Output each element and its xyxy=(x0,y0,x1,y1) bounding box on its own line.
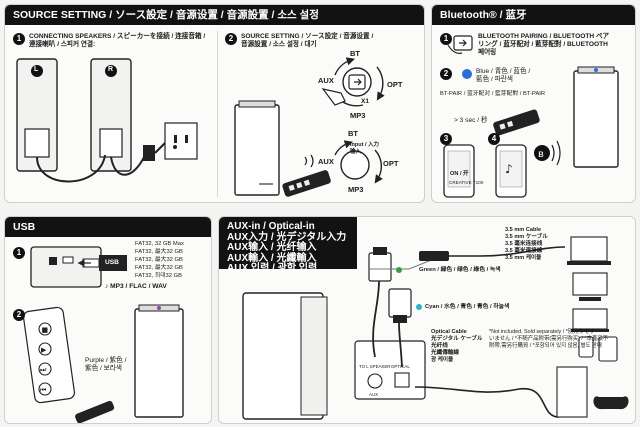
usb-step-2-badge: 2 xyxy=(13,309,25,321)
source-diagram xyxy=(16,57,385,197)
bt-step-1-line-1: BLUETOOTH PAIRING / BLUETOOTH ペア xyxy=(478,33,610,40)
step-2-title-line-2: 音源設置 / 소스 설정 / 대기 xyxy=(241,41,317,48)
bt-blue-line-1: Blue / 青色 / 蓝色 / xyxy=(476,68,531,75)
remote-aux-label: AUX xyxy=(318,157,334,166)
aux-optical-header: AUX-in / Optical-in AUX入力 / 光デジタル入力 AUX输… xyxy=(219,217,357,274)
usb-formats: ♪ MP3 / FLAC / WAV xyxy=(105,283,167,291)
aux-header-line-3: AUX输入 / 光纤输入 xyxy=(227,242,317,253)
optical-cable-line-2: 光デジタル ケーブル xyxy=(431,336,483,342)
aux-header-line-5: AUX 입력 / 광학 입력 xyxy=(227,263,318,274)
svg-text:♪: ♪ xyxy=(505,162,513,176)
svg-text:ʙ: ʙ xyxy=(538,149,544,160)
step-1-badge: 1 xyxy=(13,33,25,45)
aux-note-line-3: 附帶,需另行購買 / *포함되어 있지 않음, 별도 판매 xyxy=(489,343,602,349)
remote-input-label-2: 输入 xyxy=(350,149,362,155)
usb-formats-text: MP3 / FLAC / WAV xyxy=(110,283,167,290)
dial-press-count: X1 xyxy=(361,98,370,105)
source-setting-header: SOURCE SETTING / ソース設定 / 音源设置 / 音源設置 / 소… xyxy=(5,5,424,25)
usb-fat-line-2: FAT32, 最大32 GB xyxy=(135,249,183,255)
bt-phone-device-name: CREATIVE T100 xyxy=(449,180,484,185)
source-setting-panel: SOURCE SETTING / ソース設定 / 音源设置 / 音源設置 / 소… xyxy=(4,4,425,203)
remote-mp3-label: MP3 xyxy=(348,185,364,194)
usb-port-label: USB xyxy=(105,259,119,266)
aux-header-line-2: AUX入力 / 光デジタル入力 xyxy=(227,231,347,243)
step-2-badge: 2 xyxy=(225,33,237,45)
svg-text:⏮: ⏮ xyxy=(40,386,46,394)
bt-blue-line-2: 藍色 / 파란색 xyxy=(476,76,513,83)
bt-step-1-line-3: 페어링 xyxy=(478,49,497,56)
svg-text:■: ■ xyxy=(42,326,49,334)
bt-hold-duration: > 3 sec / 秒 xyxy=(454,117,488,124)
aux-cyan-label: Cyan / 水色 / 青色 / 青色 / 하늘색 xyxy=(425,304,510,310)
bluetooth-diagram: ♪ ʙ xyxy=(443,35,619,198)
bt-step-2-badge: 2 xyxy=(440,68,452,80)
usb-header: USB xyxy=(5,217,211,237)
bt-phone-on-label: ON / 开 xyxy=(450,171,469,177)
usb-purple-line-2: 紫色 / 보라색 xyxy=(85,365,122,372)
remote-input-label-1: Input / 入力 xyxy=(350,142,380,148)
aux-cable-line-3: 3.5 毫米连接线 xyxy=(505,241,543,247)
step-2-title-line-1: SOURCE SETTING / ソース設定 / 音源设置 / xyxy=(241,33,374,40)
aux-green-label: Green / 緑色 / 绿色 / 綠色 / 녹색 xyxy=(419,267,501,273)
usb-step-1-badge: 1 xyxy=(13,247,25,259)
aux-cable-line-2: 3.5 mm ケーブル xyxy=(505,234,548,240)
aux-header-line-1: AUX-in / Optical-in xyxy=(227,221,315,232)
usb-fat-line-3: FAT32, 最大32 GB xyxy=(135,257,183,263)
step-1-title-line-2: 連接喇叭 / 스피커 연결: xyxy=(29,41,96,48)
remote-bt-label: BT xyxy=(348,129,358,138)
aux-cable-line-4: 3.5 毫米連接線 xyxy=(505,248,543,254)
aux-diagram xyxy=(242,236,629,420)
optical-cable-line-1: Optical Cable xyxy=(431,329,467,335)
usb-purple-line-1: Purple / 紫色 / xyxy=(85,357,127,364)
dial-opt-label: OPT xyxy=(387,80,403,89)
bluetooth-header: Bluetooth® / 蓝牙 xyxy=(432,5,635,25)
port-to-speaker-label: TO L SPEAKER xyxy=(359,364,391,369)
optical-cable-line-3: 光纤线 xyxy=(431,343,448,349)
aux-cable-line-1: 3.5 mm Cable xyxy=(505,227,542,233)
svg-text:▶: ▶ xyxy=(41,346,47,354)
usb-diagram: ■ ▶ ⏭ ⏮ xyxy=(22,246,184,423)
dial-aux-label: AUX xyxy=(318,76,334,85)
aux-header-line-4: AUX輸入 / 光纖輸入 xyxy=(227,252,317,264)
bt-step-1-badge: 1 xyxy=(440,33,452,45)
aux-note-line-1: *Not included. Sold separately / *別売りです xyxy=(489,329,595,335)
bt-step-1-line-2: リング / 蓝牙配对 / 藍芽配對 / BLUETOOTH xyxy=(478,41,608,48)
svg-text:⏭: ⏭ xyxy=(40,366,47,374)
aux-cable-line-5: 3.5 mm 케이블 xyxy=(505,255,542,261)
source-panel-divider xyxy=(217,31,218,197)
optical-cable-line-4: 光纖傳輸線 xyxy=(431,350,459,356)
dial-mp3-label: MP3 xyxy=(350,111,366,120)
usb-panel: USB ■ ▶ ⏭ ⏮ 1 2 USB FAT32, 32 GB Max FAT… xyxy=(4,216,212,424)
speaker-left-mark: L xyxy=(34,66,39,73)
music-note-icon: ♪ xyxy=(105,283,111,290)
bt-step-4-badge: 4 xyxy=(488,133,500,145)
speaker-right-mark: R xyxy=(108,66,114,73)
bt-pair-label: BT-PAIR / 蓝牙配对 / 藍芽配對 / BT-PAIR xyxy=(440,91,546,97)
bt-step-3-badge: 3 xyxy=(440,133,452,145)
step-1-title-line-1: CONNECTING SPEAKERS / スピーカーを接続 / 连接音箱 / xyxy=(29,33,206,40)
aux-note-line-2: いません / *不随产品附带(需另行购买) / *本產品不 xyxy=(489,336,609,342)
remote-opt-label: OPT xyxy=(383,159,399,168)
port-aux-label: AUX xyxy=(369,392,379,397)
usb-fat-line-1: FAT32, 32 GB Max xyxy=(135,241,184,247)
port-optical-label: OPTICAL xyxy=(391,364,410,369)
bluetooth-panel: Bluetooth® / 蓝牙 ♪ ʙ 1 BLUETOOTH PAIRING … xyxy=(431,4,636,203)
usb-fat-line-4: FAT32, 最大32 GB xyxy=(135,265,183,271)
aux-optical-panel: AUX-in / Optical-in AUX入力 / 光デジタル入力 AUX输… xyxy=(218,216,636,424)
usb-fat-line-5: FAT32, 최대32 GB xyxy=(135,273,182,279)
dial-bt-label: BT xyxy=(350,49,360,58)
optical-cable-line-5: 광 케이블 xyxy=(431,357,454,363)
